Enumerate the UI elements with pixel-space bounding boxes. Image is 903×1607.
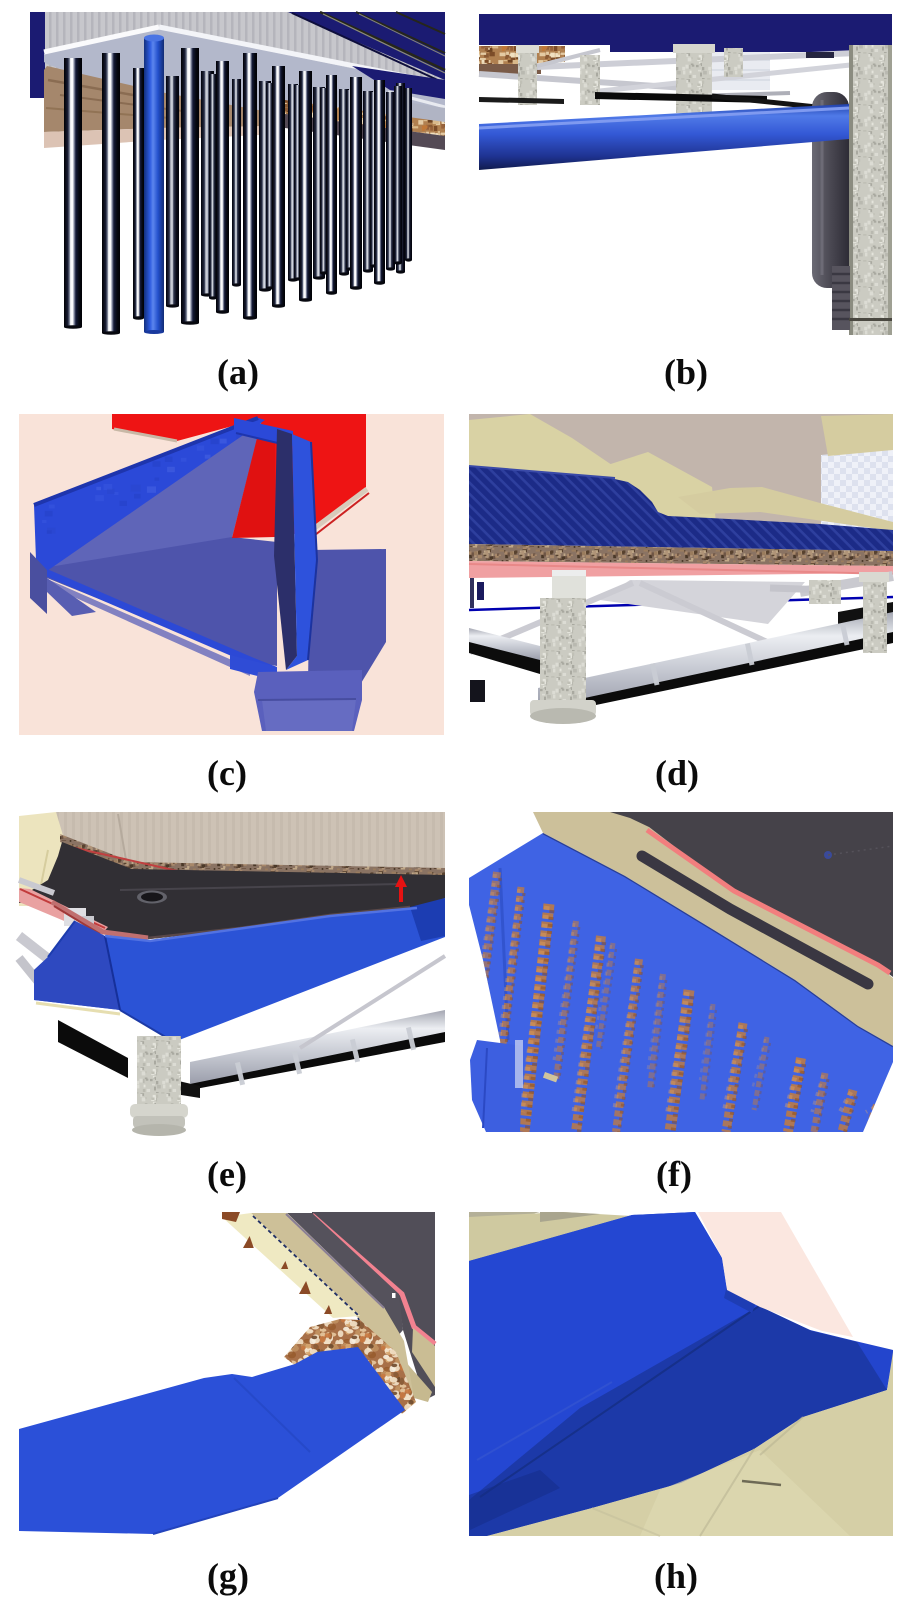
svg-text:(c): (c) xyxy=(207,753,247,793)
svg-text:(h): (h) xyxy=(654,1556,698,1596)
svg-text:(e): (e) xyxy=(207,1154,247,1194)
svg-text:(a): (a) xyxy=(217,352,259,392)
svg-text:(d): (d) xyxy=(655,753,699,793)
svg-text:(f): (f) xyxy=(656,1154,692,1194)
svg-text:(g): (g) xyxy=(207,1556,249,1596)
svg-text:(b): (b) xyxy=(664,352,708,392)
